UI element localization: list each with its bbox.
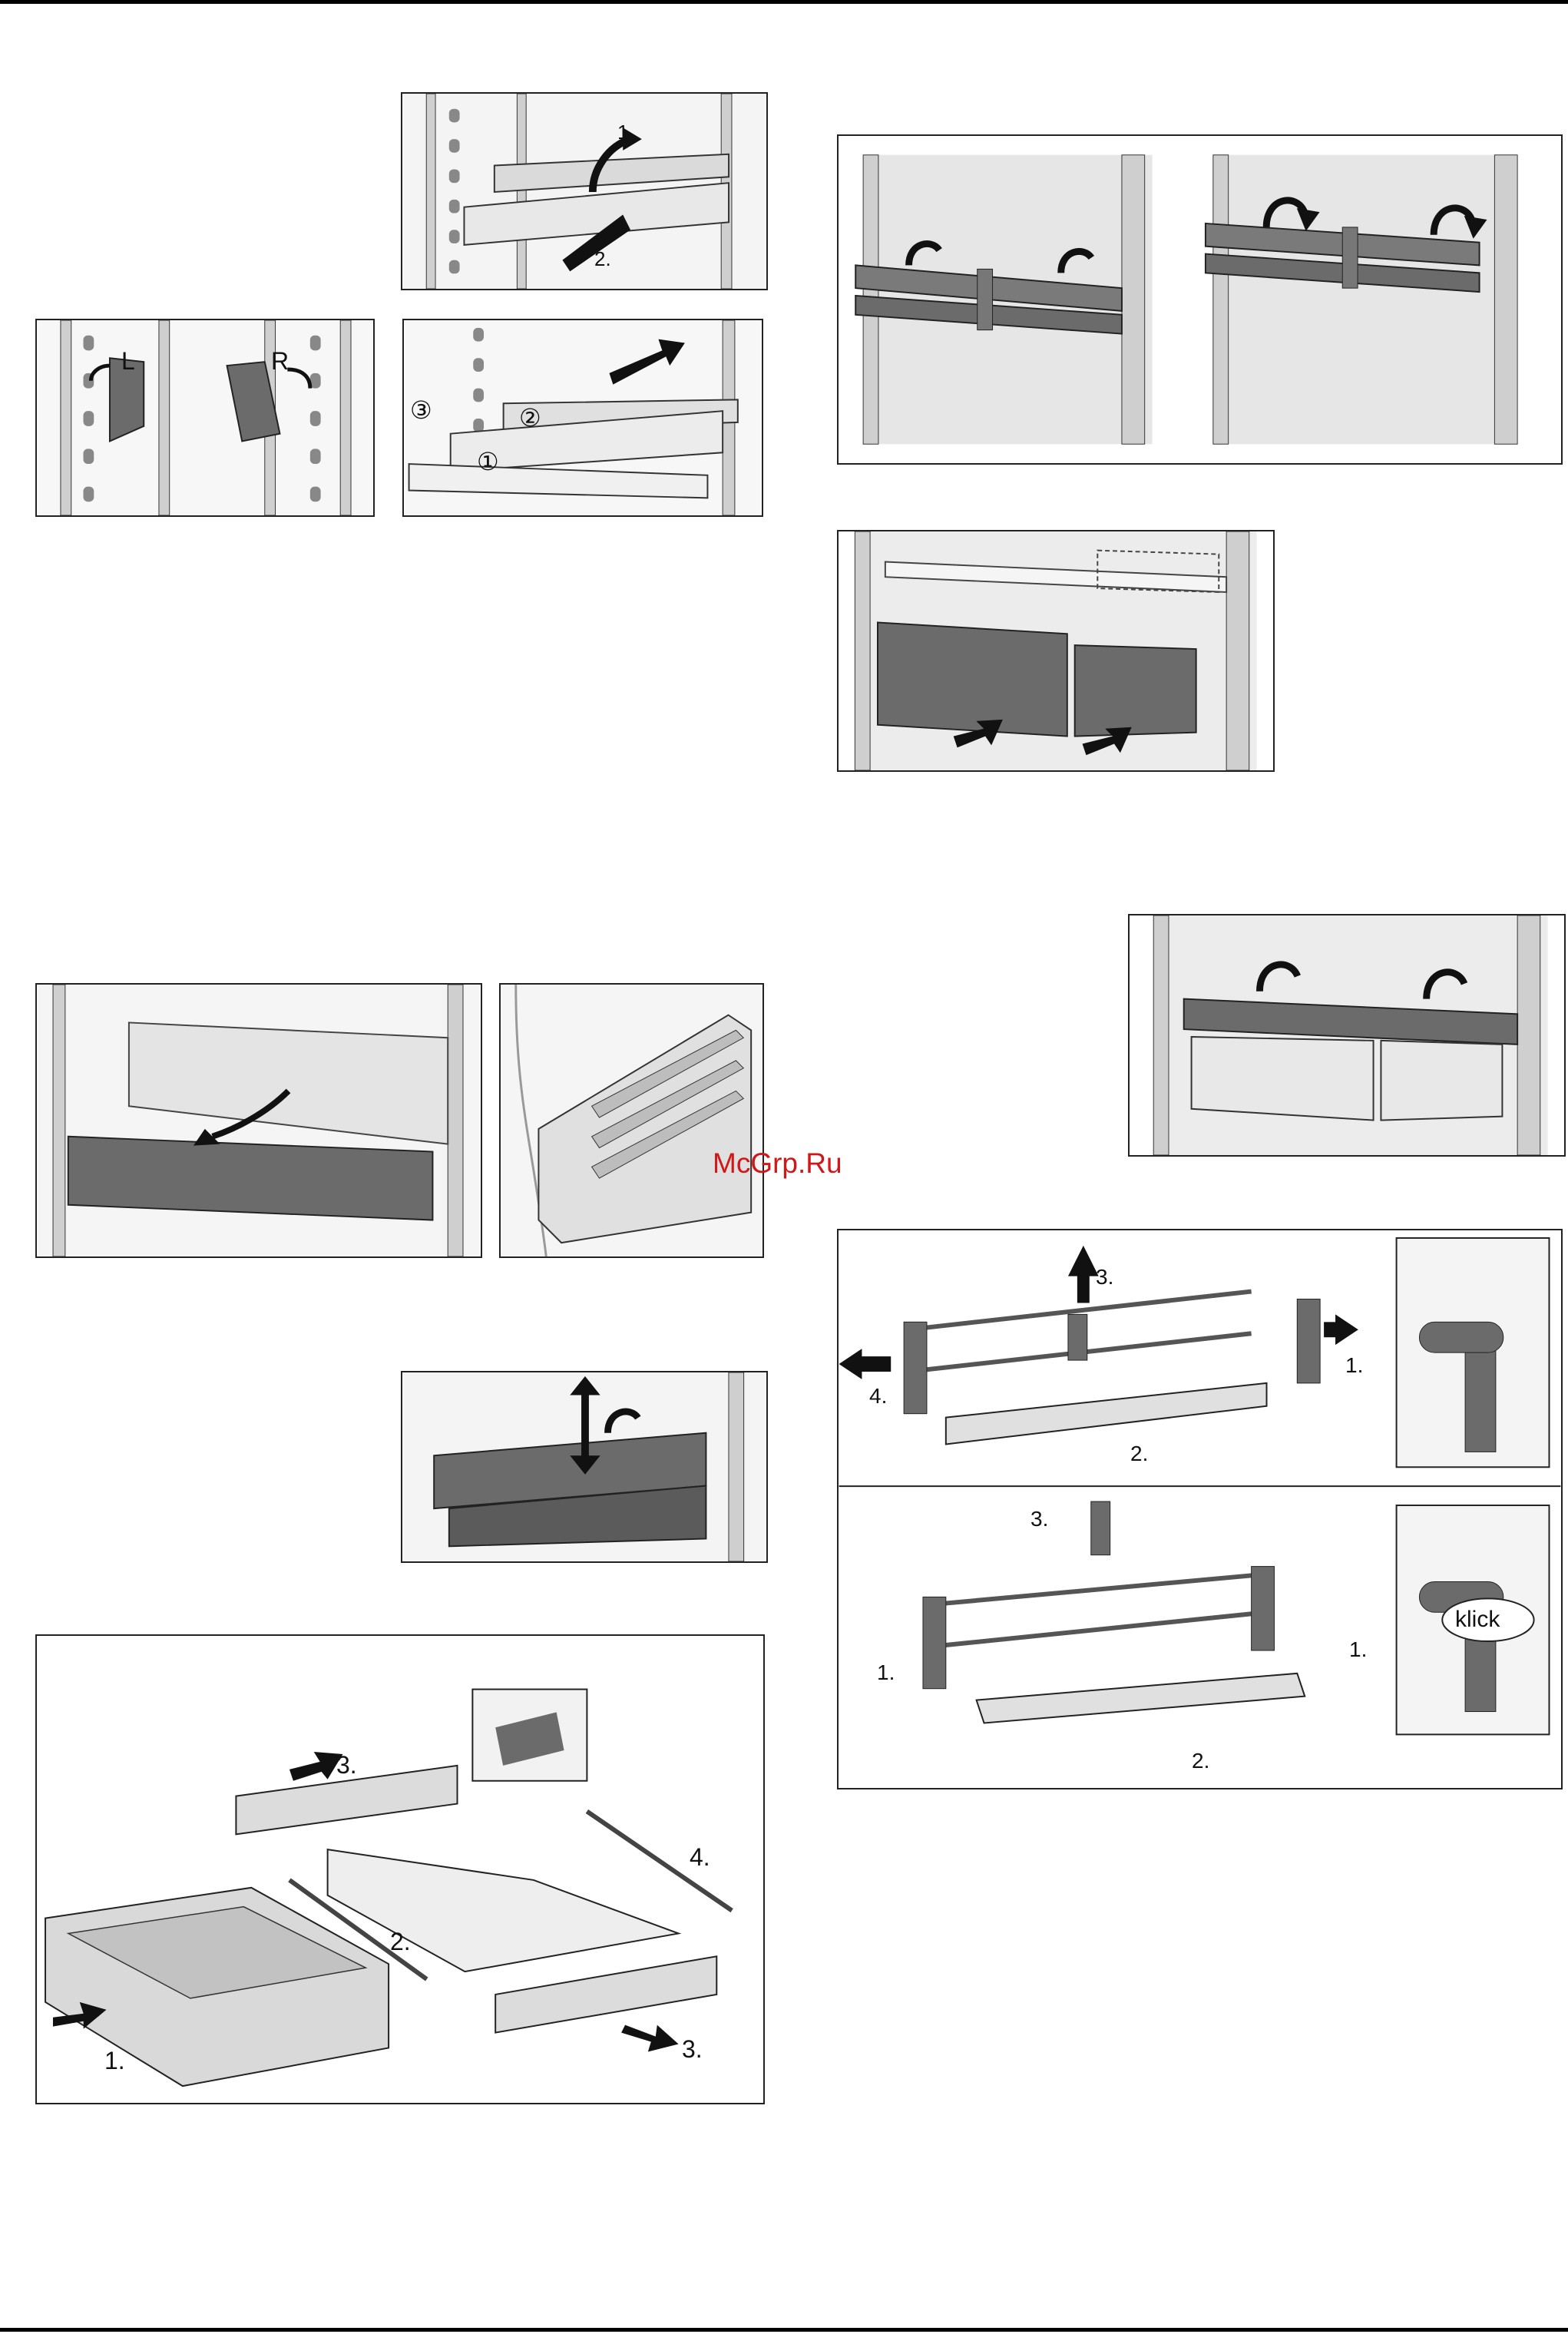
door-bin-rail-illustration — [1130, 915, 1564, 1155]
figure-drawer-exploded: 1. 2. 3. 4. 3. — [35, 1634, 765, 2104]
figure-shelf-brackets: L R — [35, 319, 375, 517]
part-3-label: ③ — [410, 396, 432, 425]
drawer-height-illustration — [402, 1372, 766, 1561]
drawer-step-3b-label: 3. — [682, 2035, 703, 2064]
figure-drawer-height — [401, 1371, 768, 1563]
bracket-illustration — [37, 320, 373, 515]
door-bins-illustration — [839, 531, 1273, 770]
figure-door-rail — [837, 134, 1563, 465]
right-bracket-label: R — [271, 347, 289, 376]
shelf-lift-illustration — [402, 94, 766, 289]
top-rule — [0, 0, 1568, 4]
drawer-step-3-label: 3. — [336, 1751, 357, 1779]
left-bracket-label: L — [121, 347, 135, 376]
rail-assembly-illustration — [839, 1230, 1561, 1788]
install-step-2-label: 2. — [1192, 1749, 1209, 1773]
watermark: McGrp.Ru — [713, 1147, 842, 1180]
drawer-step-2-label: 2. — [390, 1928, 411, 1956]
drawer-pull-illustration — [37, 985, 481, 1256]
figure-door-bins — [837, 530, 1275, 772]
figure-rail-assembly: 3. 4. 1. 2. 3. 1. 1. 2. klick — [837, 1229, 1563, 1789]
remove-step-3-label: 3. — [1096, 1265, 1113, 1289]
figure-shelf-parts: ③ ② ① — [402, 319, 763, 517]
remove-step-1-label: 1. — [1345, 1353, 1363, 1378]
door-rail-illustration — [839, 136, 1561, 463]
part-2-label: ② — [519, 403, 541, 432]
bottom-rule — [0, 2328, 1568, 2332]
figure-door-bin-rail — [1128, 914, 1566, 1157]
figure-shelf-lift: 1. 2. — [401, 92, 768, 290]
part-1-label: ① — [477, 447, 499, 476]
drawer-step-1-label: 1. — [104, 2047, 125, 2075]
install-step-3-label: 3. — [1030, 1507, 1048, 1531]
install-step-1-left-label: 1. — [877, 1660, 895, 1685]
shelf-step-1-label: 1. — [617, 121, 634, 144]
drawer-step-4-label: 4. — [690, 1843, 710, 1872]
drawer-rail-illustration — [501, 985, 762, 1256]
shelf-parts-illustration — [404, 320, 762, 515]
figure-drawer-pull — [35, 983, 482, 1258]
shelf-step-2-label: 2. — [594, 247, 611, 271]
drawer-exploded-illustration — [37, 1636, 763, 2103]
remove-step-2-label: 2. — [1130, 1442, 1148, 1466]
install-step-1-right-label: 1. — [1349, 1637, 1367, 1662]
figure-drawer-rail-detail — [499, 983, 764, 1258]
klick-label: klick — [1455, 1607, 1500, 1633]
remove-step-4-label: 4. — [869, 1384, 887, 1409]
